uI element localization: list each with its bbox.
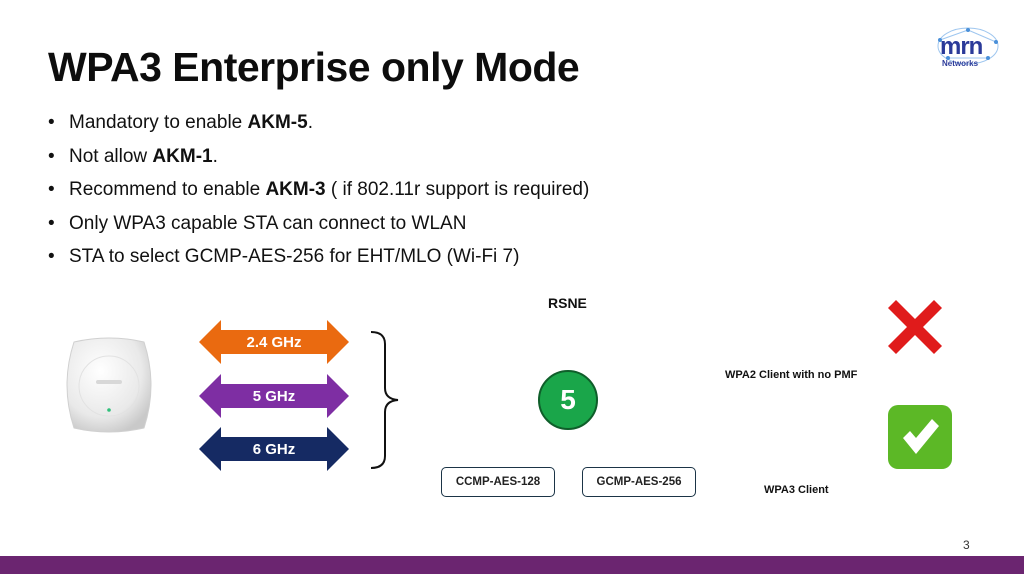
check-box-icon <box>888 405 952 469</box>
band-label: 6 GHz <box>252 440 296 458</box>
band-arrow-6ghz: 6 GHz <box>199 427 349 471</box>
bullet-list: •Mandatory to enable AKM-5. •Not allow A… <box>48 110 589 278</box>
bullet-item: •Not allow AKM-1. <box>48 145 218 167</box>
cross-mark-icon <box>888 300 942 354</box>
page-number: 3 <box>963 538 970 552</box>
band-arrow-5ghz: 5 GHz <box>199 374 349 418</box>
cipher-box-gcmp-256: GCMP-AES-256 <box>582 467 696 497</box>
right-brace-icon <box>370 331 399 469</box>
band-label: 5 GHz <box>252 387 296 405</box>
akm-suite-badge: 5 <box>538 370 598 430</box>
network-globe-icon <box>937 27 999 65</box>
access-point-image <box>60 336 158 439</box>
wpa2-client-label: WPA2 Client with no PMF <box>725 369 858 381</box>
rsne-label: RSNE <box>548 295 587 311</box>
bullet-item: •Only WPA3 capable STA can connect to WL… <box>48 212 467 234</box>
footer-bar <box>0 556 1024 574</box>
wpa3-client-label: WPA3 Client <box>764 484 829 496</box>
band-label: 2.4 GHz <box>246 333 302 351</box>
mrn-networks-logo: mrn Networks <box>928 26 1000 72</box>
logo-subtitle: Networks <box>942 59 979 68</box>
bullet-item: •Mandatory to enable AKM-5. <box>48 112 313 133</box>
logo-word: mrn <box>940 33 983 60</box>
cipher-box-ccmp-128: CCMP-AES-128 <box>441 467 555 497</box>
bullet-item: •Recommend to enable AKM-3 ( if 802.11r … <box>48 179 590 200</box>
bullet-item: •STA to select GCMP-AES-256 for EHT/MLO … <box>48 246 520 267</box>
slide-title: WPA3 Enterprise only Mode <box>48 44 580 90</box>
band-arrow-2-4ghz: 2.4 GHz <box>199 320 349 364</box>
